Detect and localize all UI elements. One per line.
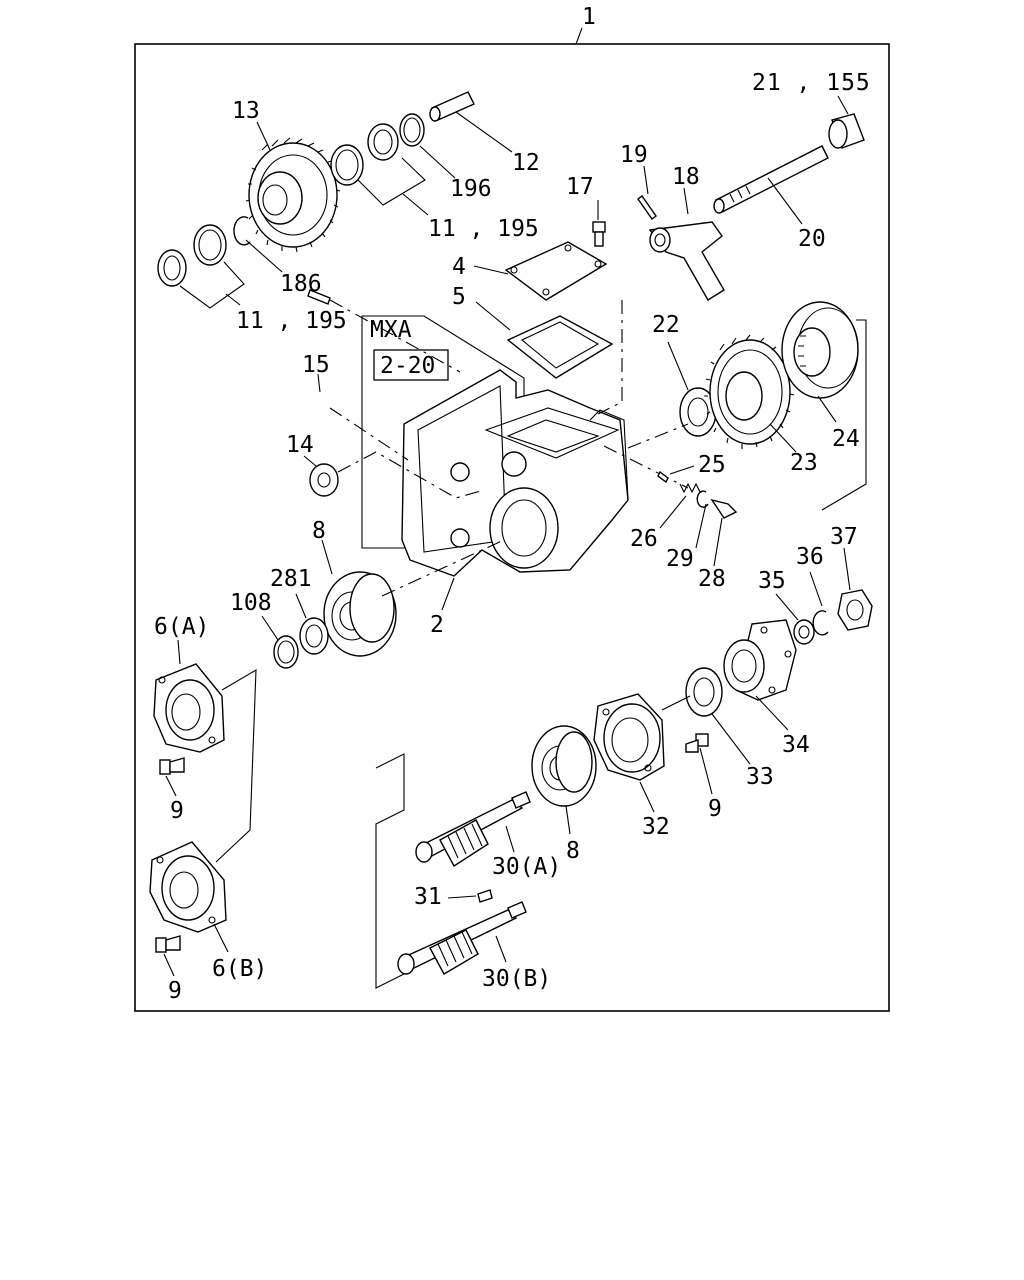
callout-13: 13 bbox=[232, 98, 260, 124]
part-8-bearing-top[interactable] bbox=[323, 571, 397, 657]
part-9-bolt-a[interactable] bbox=[159, 757, 185, 775]
part-34-companion-flange[interactable] bbox=[723, 619, 797, 701]
callout-30a: 30(A) bbox=[492, 854, 561, 880]
callout-8-bottom: 8 bbox=[566, 838, 580, 864]
callout-24: 24 bbox=[832, 426, 860, 452]
part-15-pin[interactable] bbox=[307, 289, 331, 305]
callout-108: 108 bbox=[230, 590, 272, 616]
part-35-washer[interactable] bbox=[793, 619, 815, 645]
callout-25: 25 bbox=[698, 452, 726, 478]
callout-32: 32 bbox=[642, 814, 670, 840]
part-8-bearing-bottom[interactable] bbox=[531, 725, 597, 807]
callout-18: 18 bbox=[672, 164, 700, 190]
callout-29: 29 bbox=[666, 546, 694, 572]
part-11-bearing-left[interactable] bbox=[157, 224, 227, 287]
callout-6b: 6(B) bbox=[212, 956, 267, 982]
part-25-pin[interactable] bbox=[657, 470, 669, 484]
part-13-gear[interactable] bbox=[245, 137, 341, 253]
part-30b-output-shaft[interactable] bbox=[397, 901, 527, 975]
part-11-bearing-top[interactable] bbox=[330, 123, 399, 186]
part-24-sleeve[interactable] bbox=[781, 301, 859, 399]
part-37-nut[interactable] bbox=[837, 589, 873, 631]
part-23-gear[interactable] bbox=[704, 334, 795, 449]
part-26-spring[interactable] bbox=[679, 482, 701, 494]
callout-196: 196 bbox=[450, 176, 492, 202]
part-12-pin[interactable] bbox=[429, 91, 475, 122]
assembly-label: 1 bbox=[582, 4, 596, 30]
callout-12: 12 bbox=[512, 150, 540, 176]
callout-33: 33 bbox=[746, 764, 774, 790]
callout-281: 281 bbox=[270, 566, 312, 592]
callout-20: 20 bbox=[798, 226, 826, 252]
part-186-snap-ring[interactable] bbox=[233, 216, 251, 246]
callout-2: 2 bbox=[430, 612, 444, 638]
page-ref-label: 2-20 bbox=[380, 353, 435, 379]
callout-30b: 30(B) bbox=[482, 966, 551, 992]
callout-11-195-top: 11 , 195 bbox=[428, 216, 539, 242]
callout-14: 14 bbox=[286, 432, 314, 458]
part-14-bushing[interactable] bbox=[309, 463, 339, 497]
callout-34: 34 bbox=[782, 732, 810, 758]
part-108-snap-ring[interactable] bbox=[273, 635, 299, 669]
part-9-bolt-b[interactable] bbox=[685, 733, 709, 753]
callout-28: 28 bbox=[698, 566, 726, 592]
diagram-frame bbox=[134, 43, 890, 1012]
callout-9-b: 9 bbox=[708, 796, 722, 822]
part-6b-flange[interactable] bbox=[149, 841, 227, 933]
callout-9-c: 9 bbox=[168, 978, 182, 1004]
callout-23: 23 bbox=[790, 450, 818, 476]
part-22-thrust-washer[interactable] bbox=[679, 387, 717, 437]
callout-22: 22 bbox=[652, 312, 680, 338]
callout-35: 35 bbox=[758, 568, 786, 594]
part-2-housing[interactable] bbox=[401, 369, 629, 577]
callout-37: 37 bbox=[830, 524, 858, 550]
part-33-oil-seal[interactable] bbox=[685, 667, 723, 717]
part-20-shift-shaft[interactable] bbox=[713, 145, 829, 214]
callout-11-195-left: 11 , 195 bbox=[236, 308, 347, 334]
part-18-shift-fork[interactable] bbox=[648, 221, 725, 301]
part-17-bolt[interactable] bbox=[592, 221, 606, 247]
callout-26: 26 bbox=[630, 526, 658, 552]
callout-9-a: 9 bbox=[170, 798, 184, 824]
part-196-ring[interactable] bbox=[399, 113, 425, 147]
callout-15: 15 bbox=[302, 352, 330, 378]
part-4-cover-plate[interactable] bbox=[504, 241, 608, 301]
callout-31: 31 bbox=[414, 884, 442, 910]
part-30a-output-shaft[interactable] bbox=[415, 791, 531, 867]
callout-19: 19 bbox=[620, 142, 648, 168]
model-label: MXA bbox=[370, 317, 412, 343]
page-ref-box[interactable] bbox=[373, 349, 449, 381]
part-32-bearing-retainer[interactable] bbox=[593, 693, 665, 781]
callout-17: 17 bbox=[566, 174, 594, 200]
part-9-bolt-c[interactable] bbox=[155, 935, 181, 953]
callout-36: 36 bbox=[796, 544, 824, 570]
part-31-key[interactable] bbox=[477, 889, 493, 903]
part-21-bushing[interactable] bbox=[828, 113, 865, 149]
callout-6a: 6(A) bbox=[154, 614, 209, 640]
part-5-gasket[interactable] bbox=[506, 315, 614, 379]
part-19-spring-pin[interactable] bbox=[637, 195, 657, 220]
callout-4: 4 bbox=[452, 254, 466, 280]
callout-8-top: 8 bbox=[312, 518, 326, 544]
part-28-bolt[interactable] bbox=[710, 498, 738, 519]
part-6a-flange[interactable] bbox=[153, 663, 225, 753]
callout-5: 5 bbox=[452, 284, 466, 310]
callout-21-155: 21 , 155 bbox=[752, 70, 871, 96]
part-281-ring[interactable] bbox=[299, 617, 329, 655]
part-36-snap-ring[interactable] bbox=[812, 610, 829, 636]
